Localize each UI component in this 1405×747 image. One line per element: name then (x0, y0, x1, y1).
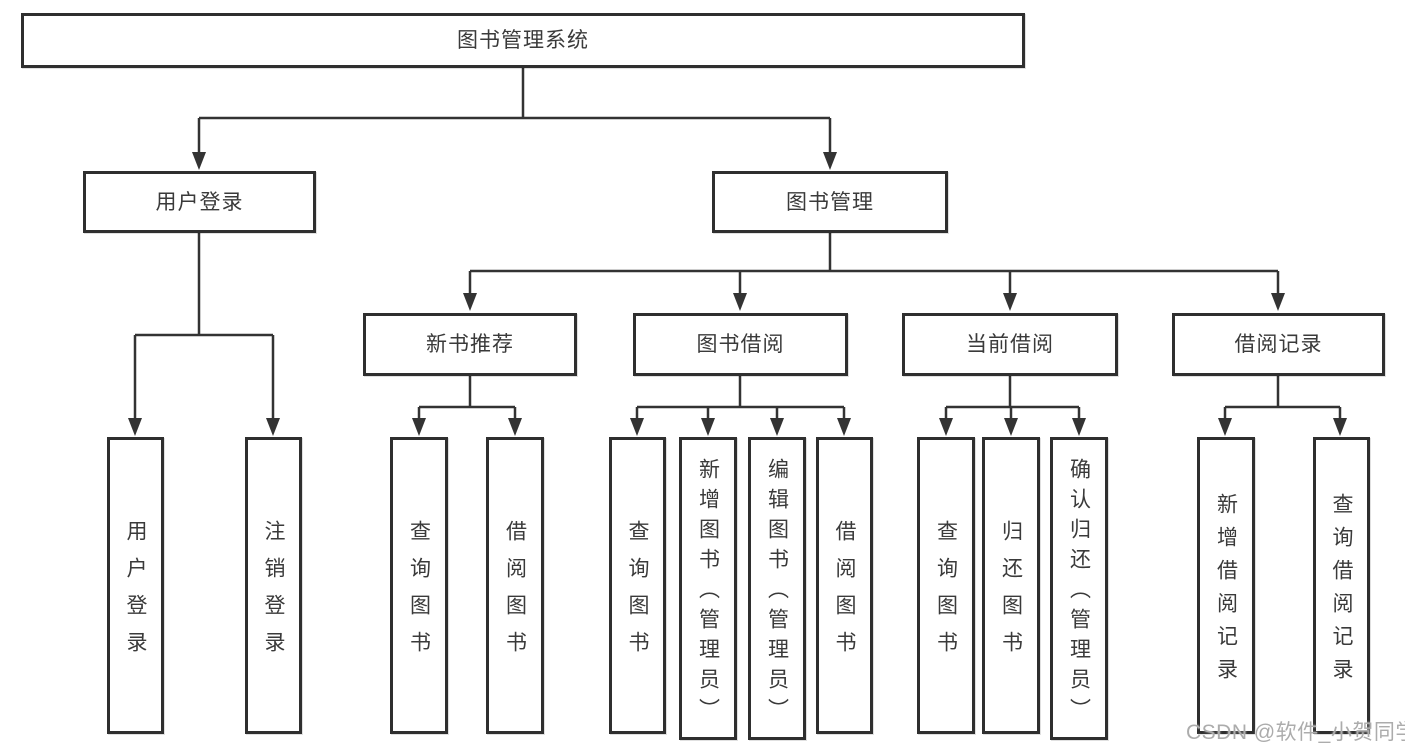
leaf-query-borrow-record-label: 查询借阅记录 (1330, 492, 1353, 691)
leaf-query-borrow-record: 查询借阅记录 (1313, 437, 1370, 734)
leaf-recommend-query-books: 查询图书 (390, 437, 448, 734)
leaf-borrow-query-books-label: 查询图书 (626, 519, 649, 668)
arrowheads (128, 152, 1347, 436)
leaf-confirm-return-admin-label: 确认归还（管理员） (1067, 458, 1091, 728)
leaf-add-borrow-record: 新增借阅记录 (1197, 437, 1255, 734)
node-root-system: 图书管理系统 (21, 13, 1025, 68)
node-book-borrow-label: 图书借阅 (696, 333, 785, 356)
leaf-current-query-books-label: 查询图书 (934, 519, 958, 668)
leaf-edit-books-admin: 编辑图书（管理员） (748, 437, 806, 740)
leaf-current-query-books: 查询图书 (917, 437, 975, 734)
leaf-user-login-label: 用户登录 (124, 519, 147, 668)
leaf-recommend-borrow-books-label: 借阅图书 (503, 519, 527, 668)
node-user-login-label: 用户登录 (155, 190, 244, 214)
leaf-recommend-query-books-label: 查询图书 (407, 519, 431, 668)
leaf-logout-label: 注销登录 (262, 519, 285, 668)
leaf-logout: 注销登录 (245, 437, 302, 734)
leaf-user-login: 用户登录 (107, 437, 164, 734)
node-book-management: 图书管理 (712, 171, 948, 233)
leaf-edit-books-admin-label: 编辑图书（管理员） (765, 458, 789, 728)
node-new-book-recommend-label: 新书推荐 (426, 333, 514, 356)
leaf-return-books: 归还图书 (982, 437, 1040, 734)
leaf-borrow-books: 借阅图书 (816, 437, 873, 734)
node-book-borrow: 图书借阅 (633, 313, 848, 376)
leaf-borrow-books-label: 借阅图书 (833, 519, 856, 668)
leaf-add-books-admin-label: 新增图书（管理员） (696, 458, 720, 728)
leaf-borrow-query-books: 查询图书 (609, 437, 666, 734)
csdn-watermark: CSDN @软件_小贺同学 (1186, 721, 1405, 744)
leaf-return-books-label: 归还图书 (999, 519, 1023, 668)
leaf-add-borrow-record-label: 新增借阅记录 (1214, 492, 1238, 691)
node-book-management-label: 图书管理 (786, 190, 874, 214)
node-current-borrow-label: 当前借阅 (966, 333, 1054, 356)
node-current-borrow: 当前借阅 (902, 313, 1118, 376)
leaf-add-books-admin: 新增图书（管理员） (679, 437, 737, 740)
node-new-book-recommend: 新书推荐 (363, 313, 577, 376)
node-borrow-records: 借阅记录 (1172, 313, 1385, 376)
leaf-confirm-return-admin: 确认归还（管理员） (1050, 437, 1108, 740)
node-user-login: 用户登录 (83, 171, 316, 233)
leaf-recommend-borrow-books: 借阅图书 (486, 437, 544, 734)
node-root-system-label: 图书管理系统 (457, 29, 589, 52)
node-borrow-records-label: 借阅记录 (1234, 333, 1323, 356)
